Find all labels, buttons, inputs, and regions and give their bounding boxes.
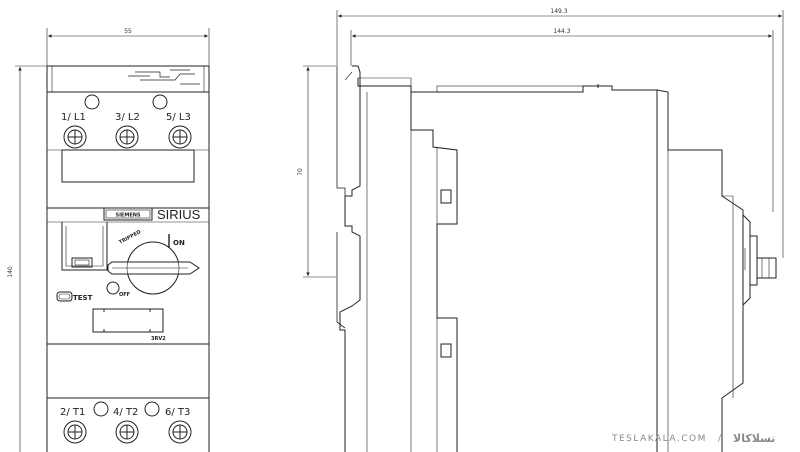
watermark-site: TESLAKALA.COM xyxy=(611,434,707,444)
total-depth-dimension xyxy=(336,10,784,258)
top-terminal-1 xyxy=(63,125,87,149)
side-view: 149.3 144.3 70 xyxy=(297,8,784,452)
bottom-terminal-2 xyxy=(115,420,139,444)
bottom-terminal-3 xyxy=(168,420,192,444)
bottom-screw-hole-right xyxy=(144,401,160,417)
bottom-screw-hole-left xyxy=(93,401,109,417)
code-label: 3RV2 xyxy=(151,336,166,342)
trip-indicator xyxy=(71,257,93,268)
brand-text: SIEMENS xyxy=(115,213,140,219)
terminal-label-T3: 6/ T3 xyxy=(165,407,190,418)
height-dimension xyxy=(15,65,46,452)
depth-dimension xyxy=(350,30,774,212)
top-screw-hole-right xyxy=(152,94,168,110)
side-vent-upper xyxy=(440,189,452,204)
on-label: ON xyxy=(173,239,185,247)
width-dimension-value: 55 xyxy=(124,28,132,35)
side-vent-lower xyxy=(440,343,452,358)
terminal-label-L2: 3/ L2 xyxy=(115,112,140,123)
depth-value: 144.3 xyxy=(553,28,570,35)
width-dimension xyxy=(46,28,210,66)
top-terminal-2 xyxy=(115,125,139,149)
watermark: TESLAKALA.COM / تسلاکالا xyxy=(611,432,775,445)
off-marker xyxy=(106,281,120,295)
test-button[interactable] xyxy=(56,291,73,302)
test-label: TEST xyxy=(73,294,93,302)
watermark-separator: / xyxy=(718,434,723,444)
top-terminal-3 xyxy=(168,125,192,149)
watermark-brand: تسلاکالا xyxy=(733,432,775,445)
accessory-slot xyxy=(92,308,164,333)
top-screw-hole-left xyxy=(84,94,100,110)
off-label: OFF xyxy=(119,292,130,298)
handle-side-profile xyxy=(742,214,777,306)
total-depth-value: 149.3 xyxy=(550,8,567,15)
rotary-handle[interactable] xyxy=(107,241,200,295)
label-window xyxy=(61,149,195,183)
rail-height-value: 70 xyxy=(297,168,304,176)
front-view: 55 140 xyxy=(7,28,210,452)
terminal-label-T2: 4/ T2 xyxy=(113,407,138,418)
cover-latches xyxy=(128,69,200,85)
rail-height-dimension xyxy=(303,65,336,278)
bottom-terminal-1 xyxy=(63,420,87,444)
device-housing xyxy=(46,65,210,452)
tripped-label: TRIPPED xyxy=(118,229,142,246)
height-dimension-value: 140 xyxy=(7,266,14,278)
series-text: SIRIUS xyxy=(157,207,201,222)
terminal-label-L1: 1/ L1 xyxy=(61,112,86,123)
terminal-label-T1: 2/ T1 xyxy=(60,407,85,418)
terminal-label-L3: 5/ L3 xyxy=(166,112,191,123)
rail-clip-profile xyxy=(339,65,361,452)
